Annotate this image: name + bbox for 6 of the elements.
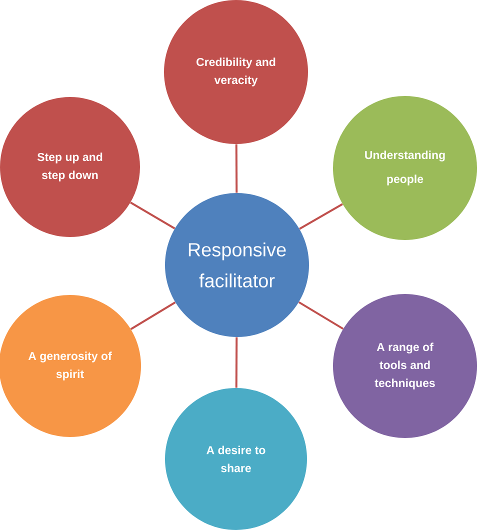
connector-line (299, 203, 343, 230)
connector-line (235, 144, 238, 193)
connector-line (130, 202, 176, 230)
connector-line (298, 301, 344, 330)
connector-line (130, 302, 176, 330)
connector-line (235, 337, 238, 388)
